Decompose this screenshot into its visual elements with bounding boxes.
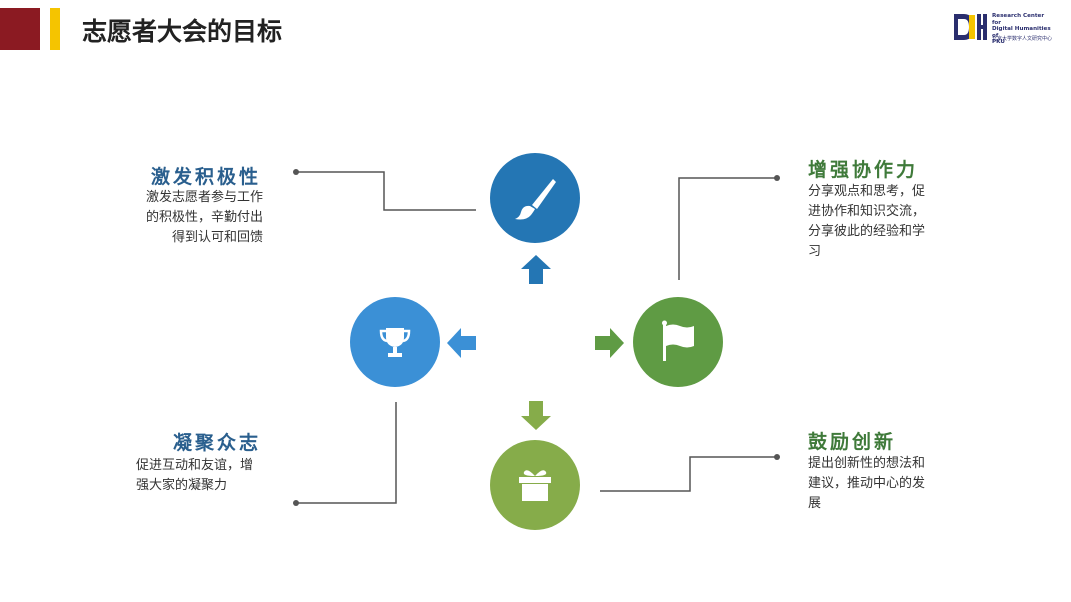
- title-accent-bar-yellow: [50, 8, 60, 50]
- connector-dot-top-right: [774, 175, 780, 181]
- connector-top-right: [678, 177, 777, 280]
- goal-circle-bottom: [490, 440, 580, 530]
- brush-icon: [515, 179, 556, 220]
- goal-circle-right: [633, 297, 723, 387]
- connector-dot-bottom-left: [293, 500, 299, 506]
- connector-bottom-left: [296, 402, 397, 504]
- dh-logo: Research Center for Digital Humanities o…: [954, 12, 1054, 46]
- goal-description-innovation: 提出创新性的想法和建议，推动中心的发展: [808, 456, 926, 511]
- connector-dot-top-left: [293, 169, 299, 175]
- arrow-down-icon: [521, 401, 551, 430]
- connector-bottom-right: [600, 456, 777, 492]
- dh-logo-text: Research Center for Digital Humanities o…: [992, 13, 1051, 46]
- trophy-icon: [379, 328, 411, 357]
- goal-description-collaboration: 分享观点和思考，促进协作和知识交流，分享彼此的经验和学习: [808, 184, 926, 259]
- connector-top-left: [296, 171, 476, 211]
- slide-title: 志愿者大会的目标: [82, 17, 283, 46]
- goal-circle-top: [490, 153, 580, 243]
- flag-icon: [662, 320, 694, 361]
- goal-circle-left: [350, 297, 440, 387]
- arrow-up-icon: [521, 255, 551, 284]
- goal-heading-motivation: 激发积极性: [150, 166, 261, 188]
- arrow-right-icon: [595, 328, 624, 358]
- title-accent-bar-red: [0, 8, 40, 50]
- arrow-left-icon: [447, 328, 476, 358]
- gift-icon: [519, 470, 551, 501]
- goal-description-motivation: 激发志愿者参与工作的积极性，辛勤付出得到认可和回馈: [145, 190, 263, 245]
- goal-heading-cohesion: 凝聚众志: [172, 432, 261, 454]
- goal-heading-collaboration: 增强协作力: [808, 159, 919, 181]
- goal-description-cohesion: 促进互动和友谊，增强大家的凝聚力: [136, 458, 254, 493]
- dh-logo-subtext: 北京大学数字人文研究中心: [992, 36, 1053, 42]
- goal-heading-innovation: 鼓励创新: [808, 431, 897, 453]
- dh-logo-mark-icon: [954, 14, 987, 40]
- connector-dot-bottom-right: [774, 454, 780, 460]
